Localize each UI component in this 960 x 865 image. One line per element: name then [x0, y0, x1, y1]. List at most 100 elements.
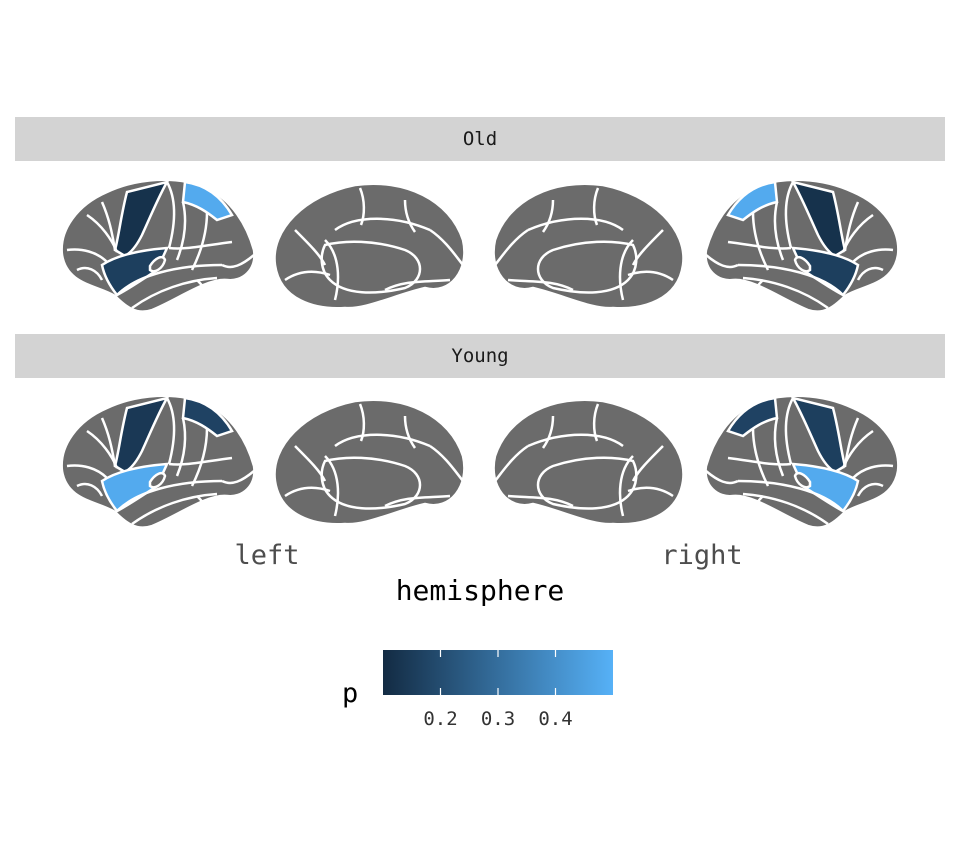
brain-panel-old — [15, 162, 945, 322]
region-border — [334, 433, 431, 448]
left-medial-view — [273, 182, 466, 310]
legend-tick-label: 0.2 — [423, 708, 458, 730]
region-precentral — [113, 180, 170, 258]
region-border — [784, 181, 795, 249]
legend-title: p — [342, 678, 359, 709]
region-border — [131, 276, 218, 310]
region-border — [165, 397, 176, 465]
region-border — [196, 279, 211, 306]
region-border — [116, 479, 223, 512]
region-border — [852, 248, 894, 263]
region-transverse-temporal — [793, 255, 812, 273]
region-border — [175, 201, 187, 261]
region-border — [631, 229, 664, 266]
region-border — [66, 464, 108, 479]
x-tick-label-left: left — [234, 540, 300, 571]
region-superior-temporal — [790, 246, 860, 297]
region-border — [403, 415, 417, 449]
region-border — [852, 464, 894, 479]
region-border — [742, 276, 829, 310]
region-border — [175, 417, 187, 477]
region-precentral — [790, 180, 847, 258]
facet-label-old: Old — [462, 128, 498, 150]
region-border — [742, 492, 829, 526]
region-superior-parietal — [726, 180, 779, 222]
brain-svg — [60, 178, 900, 313]
region-border — [527, 217, 624, 232]
region-border — [76, 482, 104, 497]
region-border — [358, 187, 366, 226]
region-border — [856, 266, 884, 281]
region-border — [737, 263, 844, 296]
region-border — [727, 456, 792, 466]
region-border — [784, 397, 795, 465]
region-border — [527, 433, 624, 448]
region-border — [403, 199, 417, 233]
region-border — [705, 470, 739, 485]
region-superior-parietal — [726, 396, 779, 438]
region-border — [320, 240, 422, 294]
hemisphere-outline — [273, 398, 466, 526]
region-border — [190, 211, 209, 271]
region-border — [320, 456, 422, 510]
region-border — [494, 444, 529, 482]
hemisphere-outline — [492, 182, 685, 310]
region-border — [536, 240, 638, 294]
legend-tick-label: 0.3 — [480, 708, 516, 730]
region-border — [196, 495, 211, 522]
left-lateral-view — [60, 394, 256, 529]
region-border — [429, 444, 464, 482]
region-border — [749, 495, 764, 522]
region-transverse-temporal — [793, 471, 812, 489]
region-border — [358, 403, 366, 442]
region-border — [294, 445, 327, 482]
facet-label-young: Young — [451, 345, 509, 367]
region-border — [536, 456, 638, 510]
region-precentral — [790, 396, 847, 474]
region-border — [541, 415, 555, 449]
x-tick-label-right: right — [661, 540, 743, 571]
region-superior-temporal — [100, 246, 170, 297]
region-border — [751, 427, 770, 487]
facet-strip-old: Old — [15, 117, 945, 161]
region-border — [727, 240, 792, 250]
region-border — [843, 417, 860, 467]
region-border — [631, 445, 664, 482]
region-border — [494, 228, 529, 266]
legend-tick-label: 0.4 — [538, 708, 573, 730]
region-border — [334, 217, 431, 232]
region-border — [737, 479, 844, 512]
hemisphere-outline — [273, 182, 466, 310]
region-border — [592, 187, 600, 226]
facet-strip-young: Young — [15, 334, 945, 378]
region-border — [190, 427, 209, 487]
region-border — [751, 211, 770, 271]
legend-colorbar — [383, 650, 613, 695]
region-border — [705, 254, 739, 269]
region-border — [168, 456, 233, 466]
region-border — [76, 266, 104, 281]
region-precentral — [113, 396, 170, 474]
region-border — [773, 201, 785, 261]
region-border — [773, 417, 785, 477]
brain-panel-young — [15, 378, 945, 538]
left-medial-view — [273, 398, 466, 526]
region-transverse-temporal — [148, 471, 167, 489]
right-medial-view — [492, 398, 685, 526]
region-border — [100, 417, 117, 467]
region-border — [541, 199, 555, 233]
region-superior-temporal — [100, 462, 170, 513]
right-lateral-view — [704, 394, 900, 529]
right-lateral-view — [704, 178, 900, 313]
region-border — [221, 470, 255, 485]
x-axis-title: hemisphere — [395, 574, 565, 607]
region-border — [856, 482, 884, 497]
region-border — [66, 248, 108, 263]
hemisphere-outline — [492, 398, 685, 526]
region-border — [100, 201, 117, 251]
brain-svg — [60, 394, 900, 529]
region-border — [221, 254, 255, 269]
region-border — [429, 228, 464, 266]
region-border — [592, 403, 600, 442]
